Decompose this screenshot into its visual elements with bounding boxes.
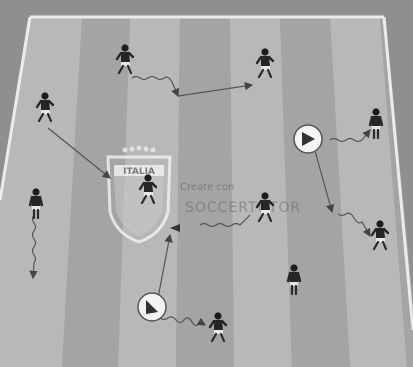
coach-marker xyxy=(294,125,322,153)
watermark-line1: Create con xyxy=(180,182,234,193)
watermark-line2: SOCCERTUTOR xyxy=(185,200,301,216)
coach-marker xyxy=(138,293,166,321)
